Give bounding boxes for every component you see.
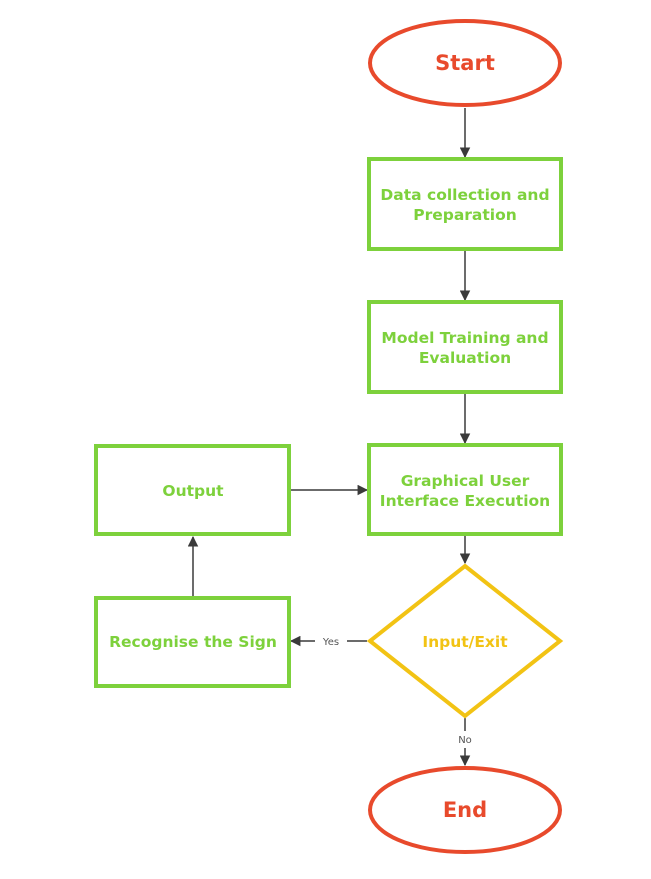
edge-label-no: No (458, 735, 472, 746)
recognise-box (94, 596, 291, 688)
gui-execution-node: Graphical User Interface Execution (367, 443, 563, 536)
edge-label-yes: Yes (322, 637, 339, 648)
gui-execution-box (367, 443, 563, 536)
model-training-node: Model Training and Evaluation (367, 300, 563, 394)
data-collection-node: Data collection and Preparation (367, 157, 563, 251)
gui-execution-label-line2: Interface Execution (380, 492, 550, 510)
data-collection-label-line2: Preparation (413, 206, 517, 224)
end-ellipse (368, 766, 562, 854)
recognise-node: Recognise the Sign (94, 596, 291, 688)
data-collection-label-line1: Data collection and (380, 186, 549, 204)
end-node: End (368, 766, 562, 854)
start-label: Start (435, 51, 495, 75)
output-node: Output (94, 444, 291, 536)
connectors (187, 108, 471, 767)
decision-node: Input/Exit (366, 563, 564, 719)
gui-execution-label-line1: Graphical User (401, 472, 530, 490)
recognise-label: Recognise the Sign (109, 633, 277, 651)
end-label: End (443, 798, 487, 822)
model-training-label-line2: Evaluation (419, 349, 511, 367)
start-ellipse (368, 19, 562, 107)
decision-diamond (366, 563, 564, 719)
model-training-label-line1: Model Training and (381, 329, 548, 347)
decision-label: Input/Exit (422, 633, 508, 651)
model-training-box (367, 300, 563, 394)
start-node: Start (368, 19, 562, 107)
output-box (94, 444, 291, 536)
data-collection-box (367, 157, 563, 251)
output-label: Output (162, 482, 224, 500)
